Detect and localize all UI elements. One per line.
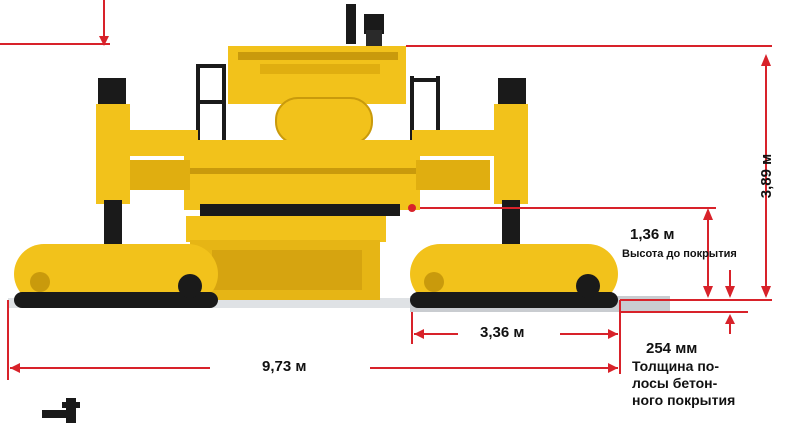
- track-width-label: 3,36 м: [480, 324, 525, 341]
- height-total-label: 3,89 м: [758, 153, 775, 199]
- overall-width-label: 9,73 м: [262, 358, 307, 375]
- paver-machine: [14, 4, 618, 308]
- operator-icon: [42, 398, 80, 423]
- height-to-pavement-caption: Высота до покрытия: [622, 248, 737, 260]
- slab-thickness-caption-line-1: Толщина по-: [632, 358, 719, 374]
- slab-thickness-caption: Толщина по- лосы бетон- ного покрытия: [632, 358, 782, 409]
- top-left-arrow: [99, 36, 109, 46]
- slab-thickness-caption-line-3: ного покрытия: [632, 392, 736, 408]
- height-to-pavement-label: 1,36 м: [630, 226, 675, 243]
- top-left-dimension-line: [0, 0, 110, 45]
- dimension-arrowheads: [10, 54, 771, 373]
- slab-thickness-label: 254 мм: [646, 340, 698, 357]
- slab-thickness-caption-line-2: лосы бетон-: [632, 375, 718, 391]
